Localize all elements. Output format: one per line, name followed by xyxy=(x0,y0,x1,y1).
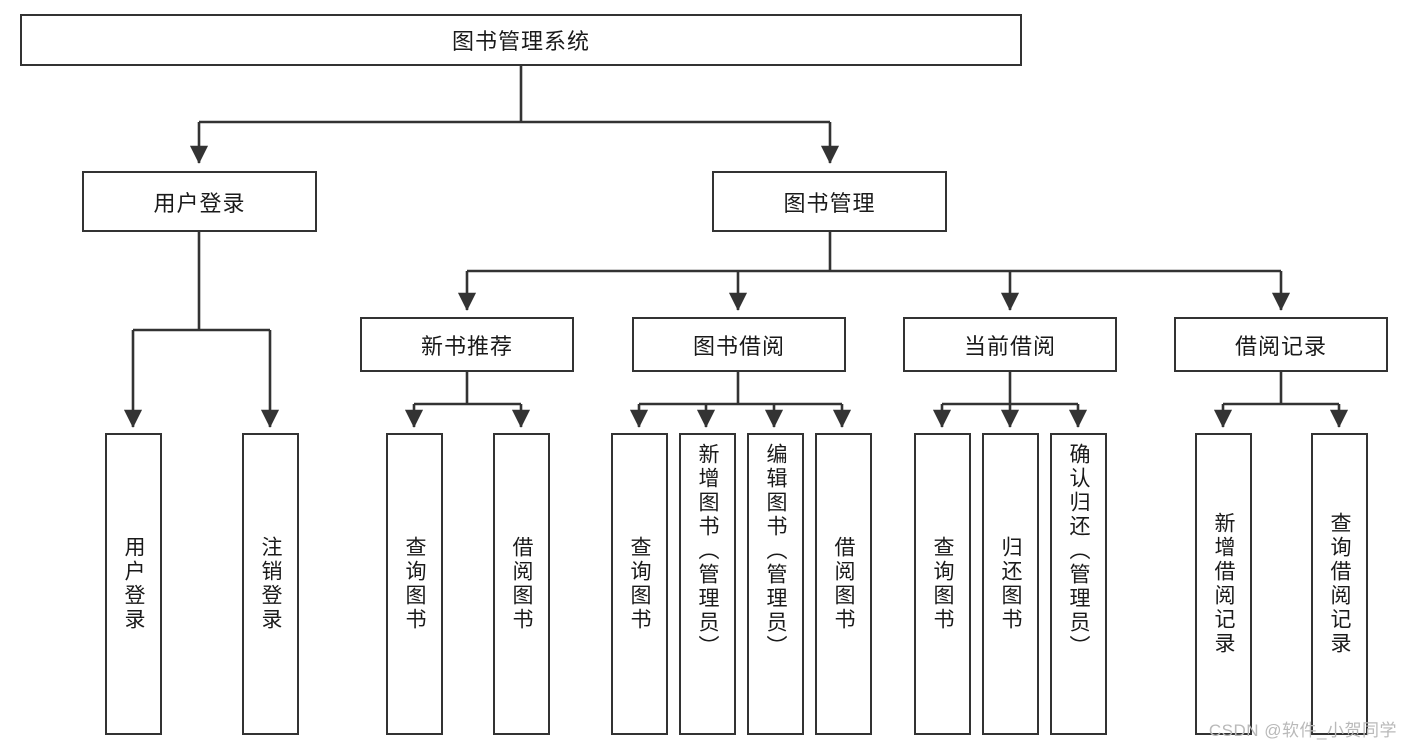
leaf-label: 确认归还（管理员） xyxy=(1067,443,1090,659)
leaf-query-book-current[interactable]: 查询图书 xyxy=(914,433,971,735)
leaf-label: 查询图书 xyxy=(403,536,426,632)
node-label: 图书管理 xyxy=(783,190,876,216)
leaf-logout-login[interactable]: 注销登录 xyxy=(242,433,299,735)
leaf-label: 新增图书（管理员） xyxy=(696,443,719,659)
node-label: 新书推荐 xyxy=(420,333,513,359)
leaf-label: 查询借阅记录 xyxy=(1328,512,1351,656)
node-label: 借阅记录 xyxy=(1234,333,1327,359)
leaf-query-borrow-record[interactable]: 查询借阅记录 xyxy=(1311,433,1368,735)
leaf-borrow-book-recommend[interactable]: 借阅图书 xyxy=(493,433,550,735)
node-user-login[interactable]: 用户登录 xyxy=(82,171,317,232)
leaf-label: 借阅图书 xyxy=(832,536,855,632)
leaf-label: 借阅图书 xyxy=(510,536,533,632)
leaf-query-book-borrow[interactable]: 查询图书 xyxy=(611,433,668,735)
leaf-label: 新增借阅记录 xyxy=(1212,512,1235,656)
leaf-add-book-admin[interactable]: 新增图书（管理员） xyxy=(679,433,736,735)
node-new-book-recommend[interactable]: 新书推荐 xyxy=(360,317,574,372)
node-label: 图书借阅 xyxy=(692,333,785,359)
leaf-return-book[interactable]: 归还图书 xyxy=(982,433,1039,735)
node-root-book-management-system[interactable]: 图书管理系统 xyxy=(20,14,1022,66)
node-label: 图书管理系统 xyxy=(451,29,590,54)
node-label: 用户登录 xyxy=(153,190,246,216)
node-book-borrow[interactable]: 图书借阅 xyxy=(632,317,846,372)
node-label: 当前借阅 xyxy=(963,333,1056,359)
leaf-label: 查询图书 xyxy=(628,536,651,632)
leaf-label: 注销登录 xyxy=(259,536,282,632)
leaf-label: 编辑图书（管理员） xyxy=(764,443,787,659)
node-book-management[interactable]: 图书管理 xyxy=(712,171,947,232)
leaf-query-book-recommend[interactable]: 查询图书 xyxy=(386,433,443,735)
watermark-text: CSDN @软件_小贺同学 xyxy=(1208,721,1397,740)
leaf-borrow-book[interactable]: 借阅图书 xyxy=(815,433,872,735)
leaf-add-borrow-record[interactable]: 新增借阅记录 xyxy=(1195,433,1252,735)
leaf-user-login[interactable]: 用户登录 xyxy=(105,433,162,735)
leaf-edit-book-admin[interactable]: 编辑图书（管理员） xyxy=(747,433,804,735)
leaf-label: 用户登录 xyxy=(122,536,145,632)
leaf-label: 查询图书 xyxy=(931,536,954,632)
node-current-borrow[interactable]: 当前借阅 xyxy=(903,317,1117,372)
leaf-confirm-return-admin[interactable]: 确认归还（管理员） xyxy=(1050,433,1107,735)
node-borrow-record[interactable]: 借阅记录 xyxy=(1174,317,1388,372)
leaf-label: 归还图书 xyxy=(999,536,1022,632)
